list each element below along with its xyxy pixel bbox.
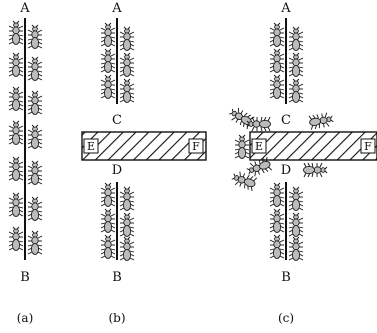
- ant-icon: [100, 182, 116, 207]
- ant-icon: [269, 208, 285, 233]
- panel-b-caption: (b): [108, 311, 125, 325]
- ant-icon: [100, 234, 116, 259]
- panel-c-upper-gate-label: C: [281, 113, 291, 128]
- ant-icon: [100, 22, 116, 47]
- panel-c-right-box-label: F: [364, 140, 372, 153]
- panel-c-barrier: [249, 131, 377, 161]
- ant-icon: [27, 124, 43, 149]
- panel-a-top-label: A: [19, 1, 30, 16]
- panel-b-right-box: [188, 138, 204, 154]
- ant-icon: [288, 212, 304, 237]
- ant-icon: [119, 236, 135, 261]
- ant-icon: [8, 86, 24, 111]
- panel-c-right-box: [360, 138, 376, 154]
- panel-b-left-box: [83, 138, 99, 154]
- ant-icon: [27, 160, 43, 185]
- panel-b-top-label: A: [111, 1, 122, 16]
- ant-icon: [27, 90, 43, 115]
- ant-icon: [229, 169, 258, 192]
- panel-c-left-box-label: E: [255, 140, 263, 153]
- panel-c-bottom-label: B: [281, 270, 291, 285]
- ant-icon: [119, 26, 135, 51]
- ant-icon: [269, 182, 285, 207]
- ant-icon: [8, 192, 24, 217]
- ant-icon: [269, 48, 285, 73]
- ant-icon: [119, 212, 135, 237]
- panel-c-lower-gate-label: D: [281, 163, 291, 178]
- ant-icon: [119, 78, 135, 103]
- ant-icon: [100, 208, 116, 233]
- ant-icon: [27, 56, 43, 81]
- ant-icon: [8, 52, 24, 77]
- ant-icon: [288, 26, 304, 51]
- ant-icon: [288, 78, 304, 103]
- ant-icon: [8, 120, 24, 145]
- ant-icon: [8, 20, 24, 45]
- panel-a-bottom-label: B: [20, 270, 30, 285]
- ant-icon: [8, 226, 24, 251]
- ant-icon: [288, 52, 304, 77]
- panel-b-left-box-label: E: [87, 140, 95, 153]
- panel-b: A C E F D B (b): [81, 1, 207, 325]
- ant-icon: [27, 196, 43, 221]
- panel-c-top-label: A: [280, 1, 291, 16]
- panel-b-right-box-label: F: [192, 140, 200, 153]
- panel-b-barrier: [81, 131, 207, 161]
- panel-c-left-box: [251, 138, 267, 154]
- panel-a: A B (a): [8, 1, 43, 325]
- panel-c: A C E F D: [226, 1, 377, 325]
- ant-icon: [119, 186, 135, 211]
- ant-icon: [288, 236, 304, 261]
- ant-icon: [8, 156, 24, 181]
- ant-icon: [27, 230, 43, 255]
- ant-icon: [288, 186, 304, 211]
- ant-icon: [27, 24, 43, 49]
- panel-c-caption: (c): [278, 311, 294, 325]
- panel-a-caption: (a): [17, 311, 34, 325]
- panel-b-upper-gate-label: C: [112, 113, 122, 128]
- ant-icon: [119, 52, 135, 77]
- ant-icon: [269, 22, 285, 47]
- ant-icon: [307, 111, 335, 131]
- ant-icon: [100, 48, 116, 73]
- ant-icon: [303, 162, 328, 178]
- ant-icon: [269, 74, 285, 99]
- panel-b-bottom-label: B: [112, 270, 122, 285]
- ant-icon: [234, 134, 250, 159]
- ant-icon: [269, 234, 285, 259]
- ant-icon: [100, 74, 116, 99]
- panel-b-lower-gate-label: D: [112, 163, 122, 178]
